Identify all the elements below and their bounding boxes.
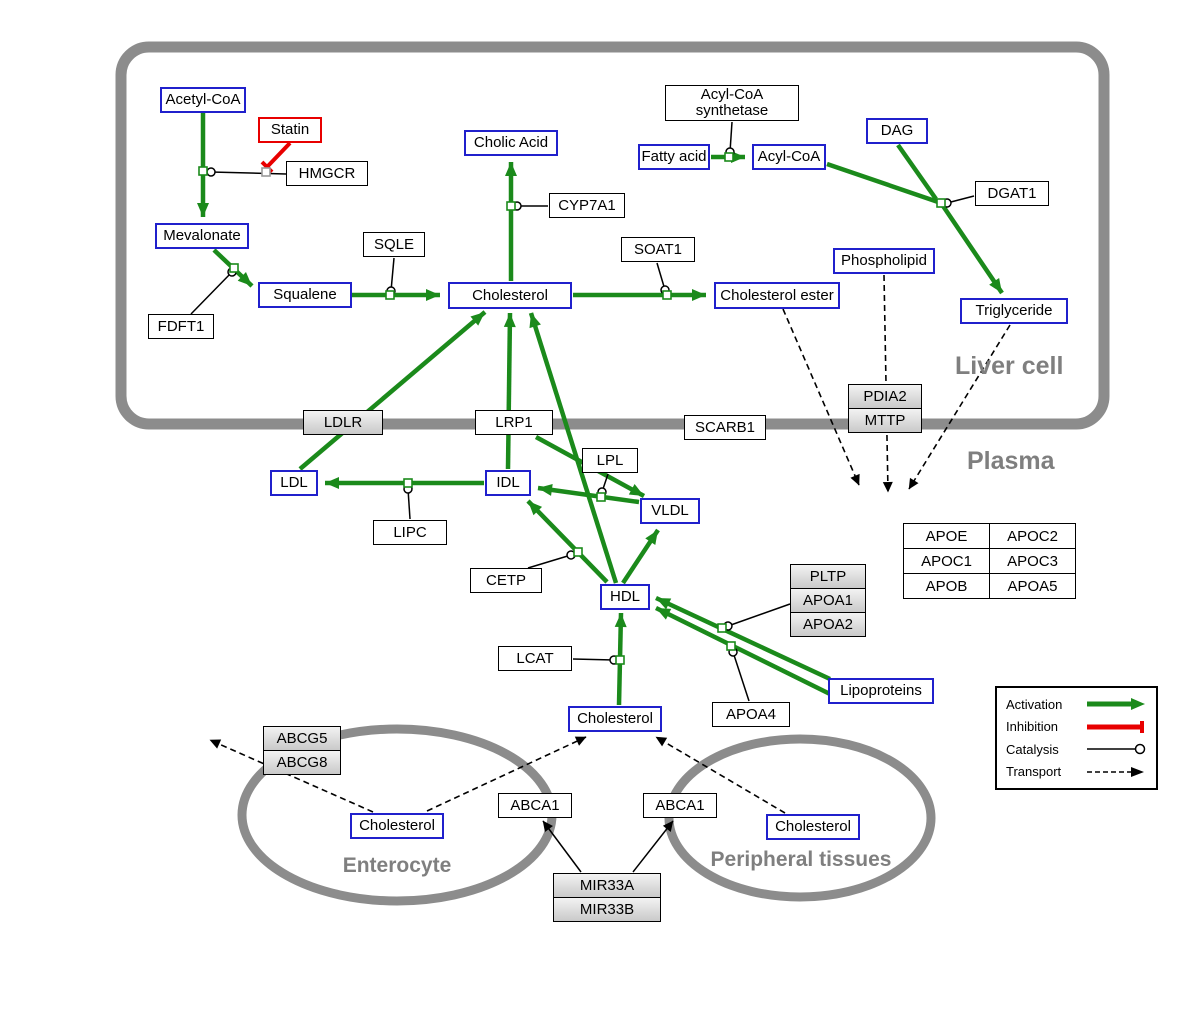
liver-cell-label: Liver cell <box>955 352 1064 380</box>
node-fdft1[interactable]: FDFT1 <box>148 314 214 339</box>
node-cholesterol-liver[interactable]: Cholesterol <box>448 282 572 309</box>
node-dag[interactable]: DAG <box>866 118 928 144</box>
node-idl[interactable]: IDL <box>485 470 531 496</box>
legend: Activation Inhibition Catalysis Transpor… <box>995 686 1158 790</box>
node-lipc[interactable]: LIPC <box>373 520 447 545</box>
node-pdia2[interactable]: PDIA2 <box>848 384 922 409</box>
node-cholesterol-peripheral[interactable]: Cholesterol <box>766 814 860 840</box>
node-phospholipid[interactable]: Phospholipid <box>833 248 935 274</box>
legend-transport-row: Transport <box>1006 763 1147 781</box>
node-apoc1[interactable]: APOC1 <box>904 549 990 574</box>
catalysis-edges <box>190 121 975 702</box>
stack-pdia2-mttp: PDIA2 MTTP <box>848 384 922 433</box>
node-squalene[interactable]: Squalene <box>258 282 352 308</box>
transport-edges <box>209 274 1011 814</box>
peripheral-tissues-label: Peripheral tissues <box>710 848 892 871</box>
mir33-edges <box>542 820 674 873</box>
node-abca1-peripheral[interactable]: ABCA1 <box>643 793 717 818</box>
stack-pltp-apoa: PLTP APOA1 APOA2 <box>790 564 866 637</box>
legend-transport-label: Transport <box>1006 764 1062 780</box>
node-cholesterol-ester[interactable]: Cholesterol ester <box>714 282 840 309</box>
node-ldlr[interactable]: LDLR <box>303 410 383 435</box>
node-cholic-acid[interactable]: Cholic Acid <box>464 130 558 156</box>
node-scarb1[interactable]: SCARB1 <box>684 415 766 440</box>
node-cholesterol-plasma[interactable]: Cholesterol <box>568 706 662 732</box>
activation-arrow-icon <box>1087 698 1145 710</box>
legend-activation-label: Activation <box>1006 696 1063 712</box>
catalysis-circle-icon <box>1087 744 1146 755</box>
node-statin[interactable]: Statin <box>258 117 322 143</box>
node-hdl[interactable]: HDL <box>600 584 650 610</box>
plasma-label: Plasma <box>967 447 1055 475</box>
node-mir33a[interactable]: MIR33A <box>553 873 661 898</box>
legend-inhibition-row: Inhibition <box>1006 718 1147 736</box>
node-lpl[interactable]: LPL <box>582 448 638 473</box>
node-apoa4[interactable]: APOA4 <box>712 702 790 727</box>
apo-table: APOE APOC2 APOC1 APOC3 APOB APOA5 <box>903 523 1076 599</box>
node-mttp[interactable]: MTTP <box>848 408 922 433</box>
legend-catalysis-row: Catalysis <box>1006 740 1147 758</box>
node-hmgcr[interactable]: HMGCR <box>286 161 368 186</box>
node-soat1[interactable]: SOAT1 <box>621 237 695 262</box>
node-vldl[interactable]: VLDL <box>640 498 700 524</box>
legend-inhibition-label: Inhibition <box>1006 719 1059 735</box>
node-abca1-enterocyte[interactable]: ABCA1 <box>498 793 572 818</box>
node-dgat1[interactable]: DGAT1 <box>975 181 1049 206</box>
node-apoa5[interactable]: APOA5 <box>990 574 1076 599</box>
node-apoa1[interactable]: APOA1 <box>790 588 866 613</box>
node-lcat[interactable]: LCAT <box>498 646 572 671</box>
node-ldl[interactable]: LDL <box>270 470 318 496</box>
node-fatty-acid[interactable]: Fatty acid <box>638 144 710 170</box>
node-pltp[interactable]: PLTP <box>790 564 866 589</box>
node-apoe[interactable]: APOE <box>904 524 990 549</box>
node-apoc2[interactable]: APOC2 <box>990 524 1076 549</box>
node-lipoproteins[interactable]: Lipoproteins <box>828 678 934 704</box>
node-acyl-coa-synthetase[interactable]: Acyl-CoA synthetase <box>665 85 799 121</box>
stack-abcg: ABCG5 ABCG8 <box>263 726 341 775</box>
edge-anchors <box>198 152 946 665</box>
node-apob[interactable]: APOB <box>904 574 990 599</box>
stack-mir33: MIR33A MIR33B <box>553 873 661 922</box>
transport-arrow-icon <box>1087 766 1144 777</box>
legend-catalysis-label: Catalysis <box>1006 741 1059 757</box>
node-cholesterol-enterocyte[interactable]: Cholesterol <box>350 813 444 839</box>
node-lrp1[interactable]: LRP1 <box>475 410 553 435</box>
node-sqle[interactable]: SQLE <box>363 232 425 257</box>
node-triglyceride[interactable]: Triglyceride <box>960 298 1068 324</box>
node-mir33b[interactable]: MIR33B <box>553 897 661 922</box>
inhibition-tbar-icon <box>1087 720 1144 733</box>
node-apoc3[interactable]: APOC3 <box>990 549 1076 574</box>
node-apoa2[interactable]: APOA2 <box>790 612 866 637</box>
node-abcg8[interactable]: ABCG8 <box>263 750 341 775</box>
node-cyp7a1[interactable]: CYP7A1 <box>549 193 625 218</box>
legend-activation-row: Activation <box>1006 695 1147 713</box>
enterocyte-label: Enterocyte <box>342 854 452 877</box>
node-abcg5[interactable]: ABCG5 <box>263 726 341 751</box>
node-mevalonate[interactable]: Mevalonate <box>155 223 249 249</box>
node-cetp[interactable]: CETP <box>470 568 542 593</box>
node-acyl-coa[interactable]: Acyl-CoA <box>752 144 826 170</box>
node-acetyl-coa[interactable]: Acetyl-CoA <box>160 87 246 113</box>
